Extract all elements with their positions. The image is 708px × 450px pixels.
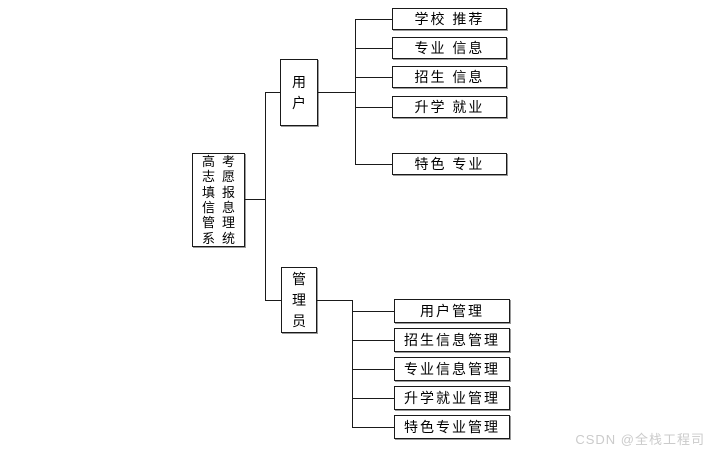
csdn-watermark: CSDN @全栈工程司	[575, 432, 705, 447]
root-node-line: 填报	[201, 184, 242, 200]
leaf-node-school-recommendation: 学校 推荐	[392, 8, 507, 30]
connector-line	[318, 92, 355, 93]
connector-line	[355, 107, 392, 108]
connector-line	[245, 199, 265, 200]
branch-node-admin-char: 理	[292, 291, 306, 308]
connector-line	[352, 427, 394, 428]
leaf-node-featured-major-management: 特色专业管理	[394, 415, 510, 439]
connector-line	[352, 311, 394, 312]
branch-node-admin-char: 员	[292, 312, 306, 329]
root-node-line: 志愿	[201, 169, 242, 185]
root-node-line: 高考	[201, 154, 242, 170]
branch-node-admin-char: 管	[292, 270, 306, 287]
leaf-node-major-info: 专业 信息	[392, 37, 507, 59]
connector-line	[352, 398, 394, 399]
leaf-node-further-study-management: 升学就业管理	[394, 386, 510, 410]
connector-line	[352, 340, 394, 341]
connector-line	[355, 48, 392, 49]
root-node-line: 信息	[201, 200, 242, 215]
branch-node-user-char: 户	[292, 94, 306, 111]
root-node-line: 管理	[201, 215, 242, 231]
branch-node-admin: 管 理 员	[281, 267, 317, 333]
connector-line	[352, 369, 394, 370]
root-node: 高考 志愿 填报 信息 管理 系统	[192, 153, 245, 247]
leaf-node-admission-info-management: 招生信息管理	[394, 328, 510, 352]
leaf-node-featured-major: 特色 专业	[392, 153, 507, 175]
connector-line	[355, 77, 392, 78]
connector-line	[355, 19, 392, 20]
branch-node-user-char: 用	[292, 73, 306, 90]
connector-line	[355, 164, 392, 165]
root-node-line: 系统	[201, 230, 242, 246]
connector-line	[265, 92, 280, 93]
connector-line	[317, 300, 352, 301]
leaf-node-further-study-employment: 升学 就业	[392, 96, 507, 118]
leaf-node-user-management: 用户管理	[394, 299, 510, 323]
connector-line	[265, 92, 266, 301]
leaf-node-major-info-management: 专业信息管理	[394, 357, 510, 381]
connector-line	[355, 19, 356, 165]
branch-node-user: 用 户	[280, 59, 318, 126]
leaf-node-admission-info: 招生 信息	[392, 66, 507, 88]
connector-line	[352, 300, 353, 427]
connector-line	[265, 300, 281, 301]
